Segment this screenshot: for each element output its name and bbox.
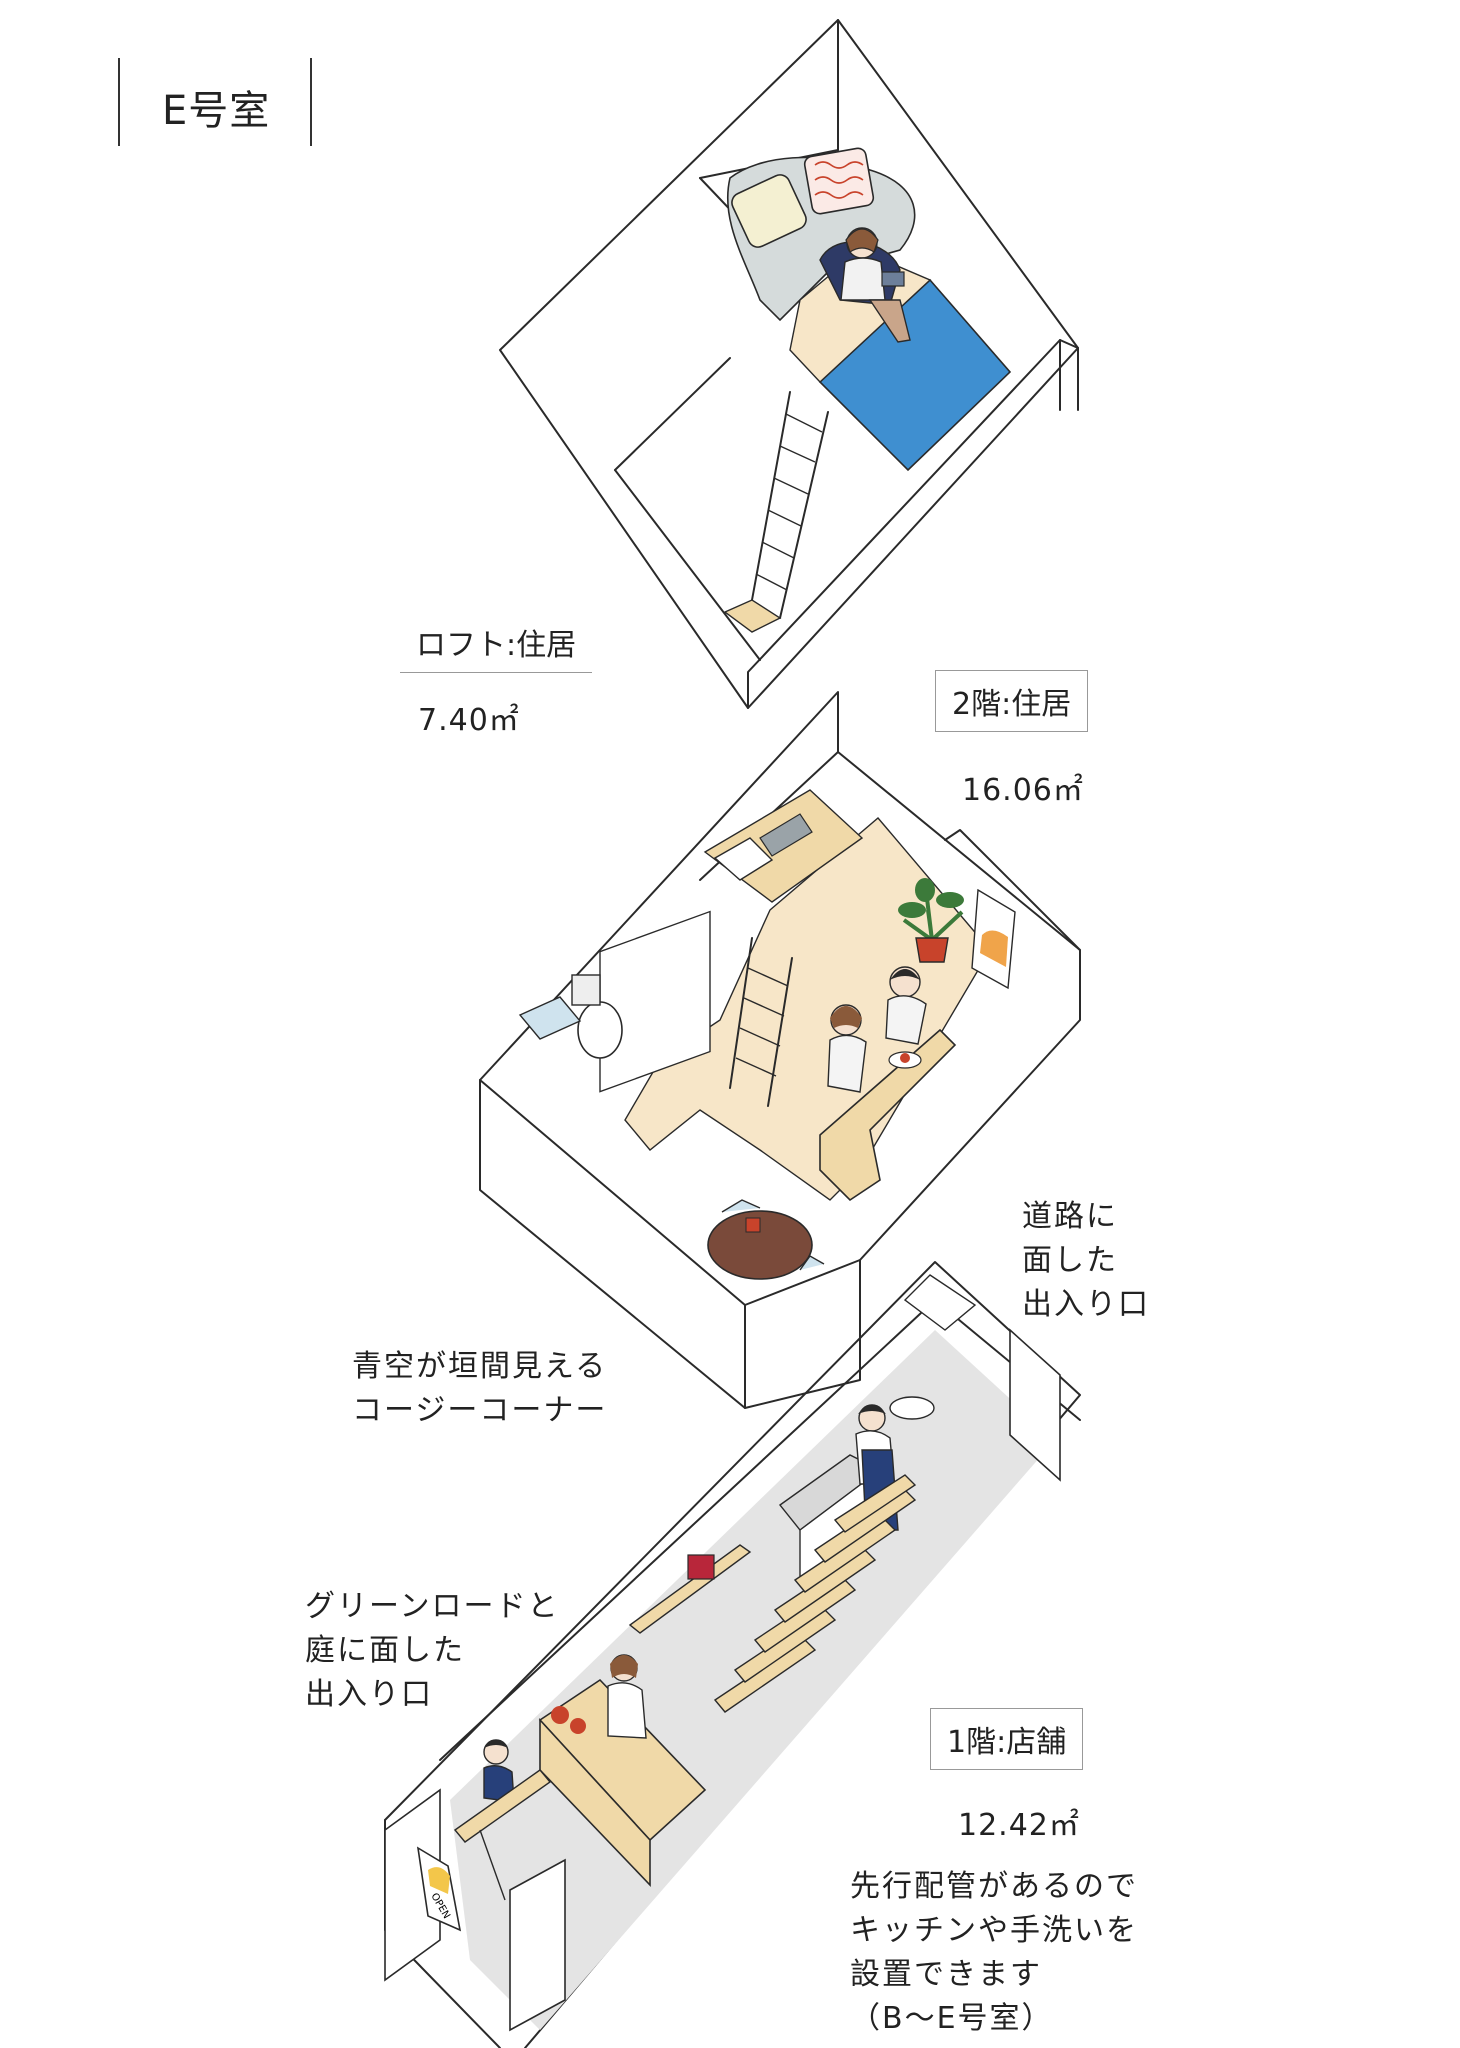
note-line: コージーコーナー bbox=[352, 1393, 608, 1428]
note-line: 設置できます bbox=[850, 1957, 1042, 1992]
page-title: E号室 bbox=[162, 88, 271, 134]
title-frame bbox=[118, 58, 312, 146]
open-sign: OPEN bbox=[416, 1846, 462, 1932]
first-floor-label: 1階:店舗 bbox=[930, 1708, 1084, 1770]
right-entrance-door bbox=[1009, 1328, 1061, 1482]
stairs bbox=[713, 1474, 917, 1713]
second-floor-ladder bbox=[729, 937, 793, 1107]
potted-plant bbox=[898, 878, 964, 963]
loft-label: ロフト:住居 bbox=[400, 612, 593, 673]
people-dining bbox=[827, 966, 927, 1093]
pillow-red-pattern bbox=[803, 147, 875, 215]
pillow-yellow bbox=[731, 174, 807, 248]
note-line: グリーンロードと bbox=[305, 1589, 560, 1624]
note-line: 青空が垣間見える bbox=[352, 1349, 608, 1384]
note-line: 出入り口 bbox=[305, 1677, 433, 1712]
note-cozy-corner: 青空が垣間見えるコージーコーナー bbox=[352, 1345, 607, 1433]
dining-counter bbox=[819, 1028, 957, 1202]
left-entrance-door bbox=[384, 1788, 441, 1982]
note-line: 面した bbox=[1022, 1243, 1118, 1278]
first-floor-area: 12.42㎡ bbox=[958, 1808, 1080, 1843]
loft-floor-illustration bbox=[499, 19, 1079, 709]
note-line: キッチンや手洗いを bbox=[850, 1913, 1138, 1948]
note-line: 出入り口 bbox=[1022, 1287, 1150, 1322]
second-floor-label: 2階:住居 bbox=[935, 670, 1089, 732]
note-line: 道路に bbox=[1022, 1199, 1118, 1234]
loft-ladder bbox=[751, 391, 829, 619]
second-floor-area: 16.06㎡ bbox=[962, 773, 1084, 808]
note-green-road-entrance: グリーンロードと庭に面した出入り口 bbox=[305, 1585, 560, 1717]
loft-area: 7.40㎡ bbox=[418, 703, 520, 738]
note-line: （B～E号室） bbox=[850, 2001, 1054, 2036]
note-piping: 先行配管があるのでキッチンや手洗いを設置できます （B～E号室） bbox=[850, 1865, 1138, 2041]
note-line: 庭に面した bbox=[305, 1633, 465, 1668]
customer-window-bar bbox=[453, 1739, 552, 1901]
first-floor-illustration: OPEN bbox=[384, 1261, 1081, 2048]
note-road-entrance: 道路に面した出入り口 bbox=[1022, 1195, 1150, 1327]
person-reading bbox=[819, 227, 911, 343]
staff-counter bbox=[607, 1654, 647, 1739]
round-table-corner bbox=[707, 1199, 825, 1280]
second-floor-illustration bbox=[479, 691, 1081, 1409]
note-line: 先行配管があるので bbox=[850, 1869, 1138, 1904]
